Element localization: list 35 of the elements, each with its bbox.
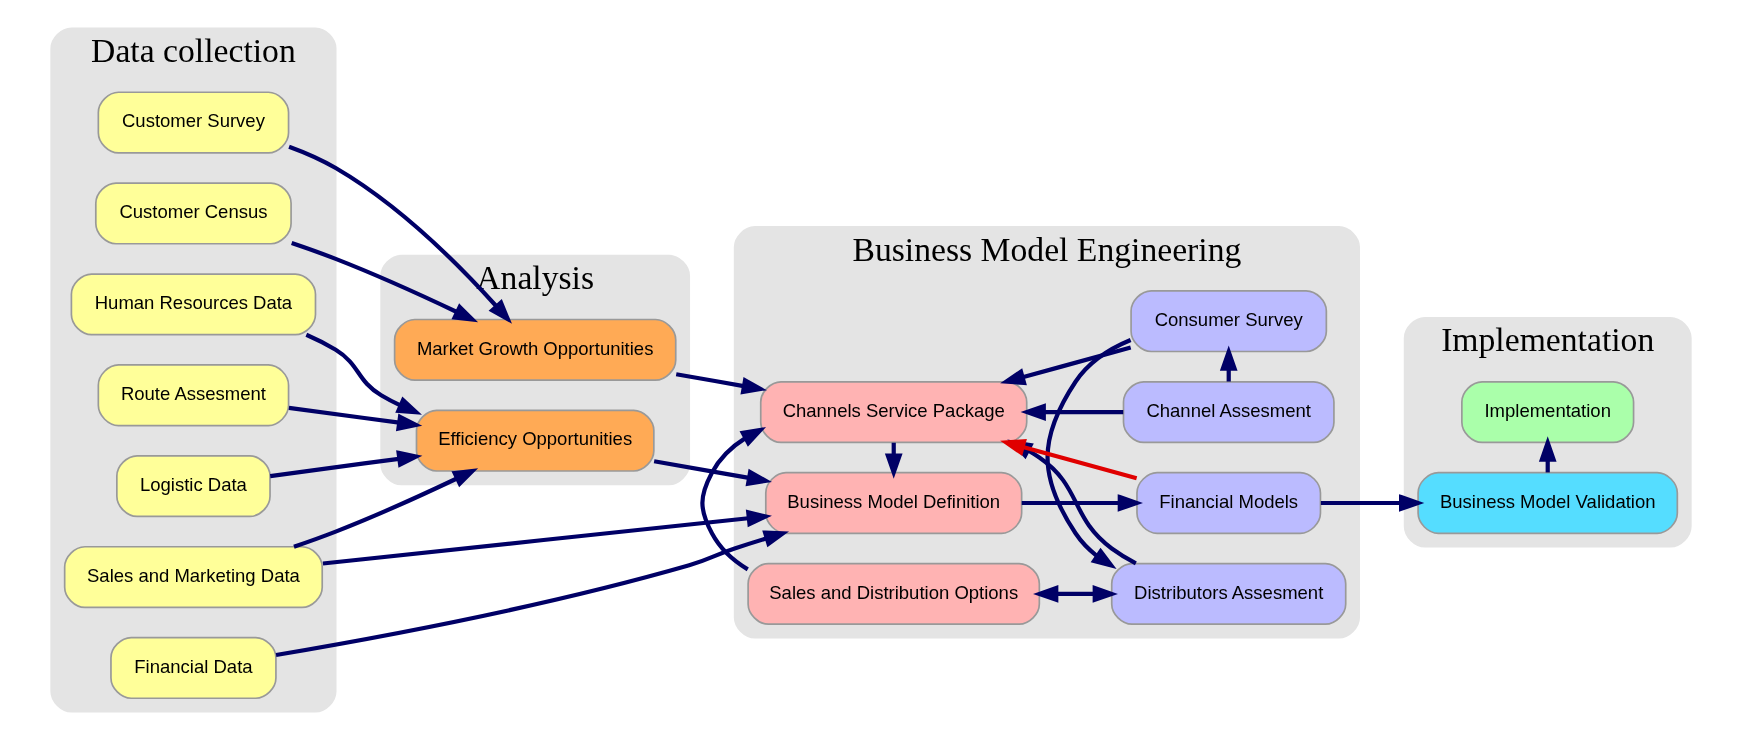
node-box: Business Model Definition — [764, 471, 1023, 535]
arrow — [288, 144, 512, 324]
arrow — [700, 427, 767, 572]
arrow — [1000, 345, 1132, 386]
arrow — [291, 241, 479, 323]
node-box: Distributors Assesment — [1110, 562, 1347, 626]
arrow — [1021, 494, 1143, 512]
node-box: Customer Survey — [97, 91, 290, 154]
arrow — [269, 450, 423, 479]
node-box: Human Resources Data — [70, 273, 317, 336]
arrow — [288, 405, 423, 432]
node-box: Market Growth Opportunities — [393, 318, 677, 381]
node-box: Sales and Marketing Data — [63, 545, 324, 609]
node-box: Business Model Validation — [1417, 471, 1679, 535]
arrow — [1033, 585, 1118, 603]
node-box: Channels Service Package — [759, 380, 1028, 444]
node-box: Financial Models — [1136, 471, 1322, 535]
arrow — [305, 332, 422, 415]
arrow — [1020, 403, 1124, 421]
node-box: Channel Assesment — [1122, 380, 1335, 444]
node-box: Customer Census — [94, 182, 292, 245]
node-box: Consumer Survey — [1130, 290, 1328, 353]
arrow — [1320, 494, 1425, 512]
node-box: Implementation — [1461, 380, 1635, 444]
arrow — [322, 509, 772, 566]
arrow — [653, 459, 772, 487]
arrow — [1045, 338, 1132, 570]
node-box: Financial Data — [110, 636, 277, 700]
node-box: Route Assesment — [97, 364, 290, 427]
arrow — [293, 468, 479, 549]
node-box: Logistic Data — [116, 455, 271, 518]
node-box: Efficiency Opportunities — [415, 409, 655, 472]
node-box: Sales and Distribution Options — [747, 562, 1041, 626]
arrow — [675, 372, 767, 395]
arrow — [275, 530, 790, 658]
